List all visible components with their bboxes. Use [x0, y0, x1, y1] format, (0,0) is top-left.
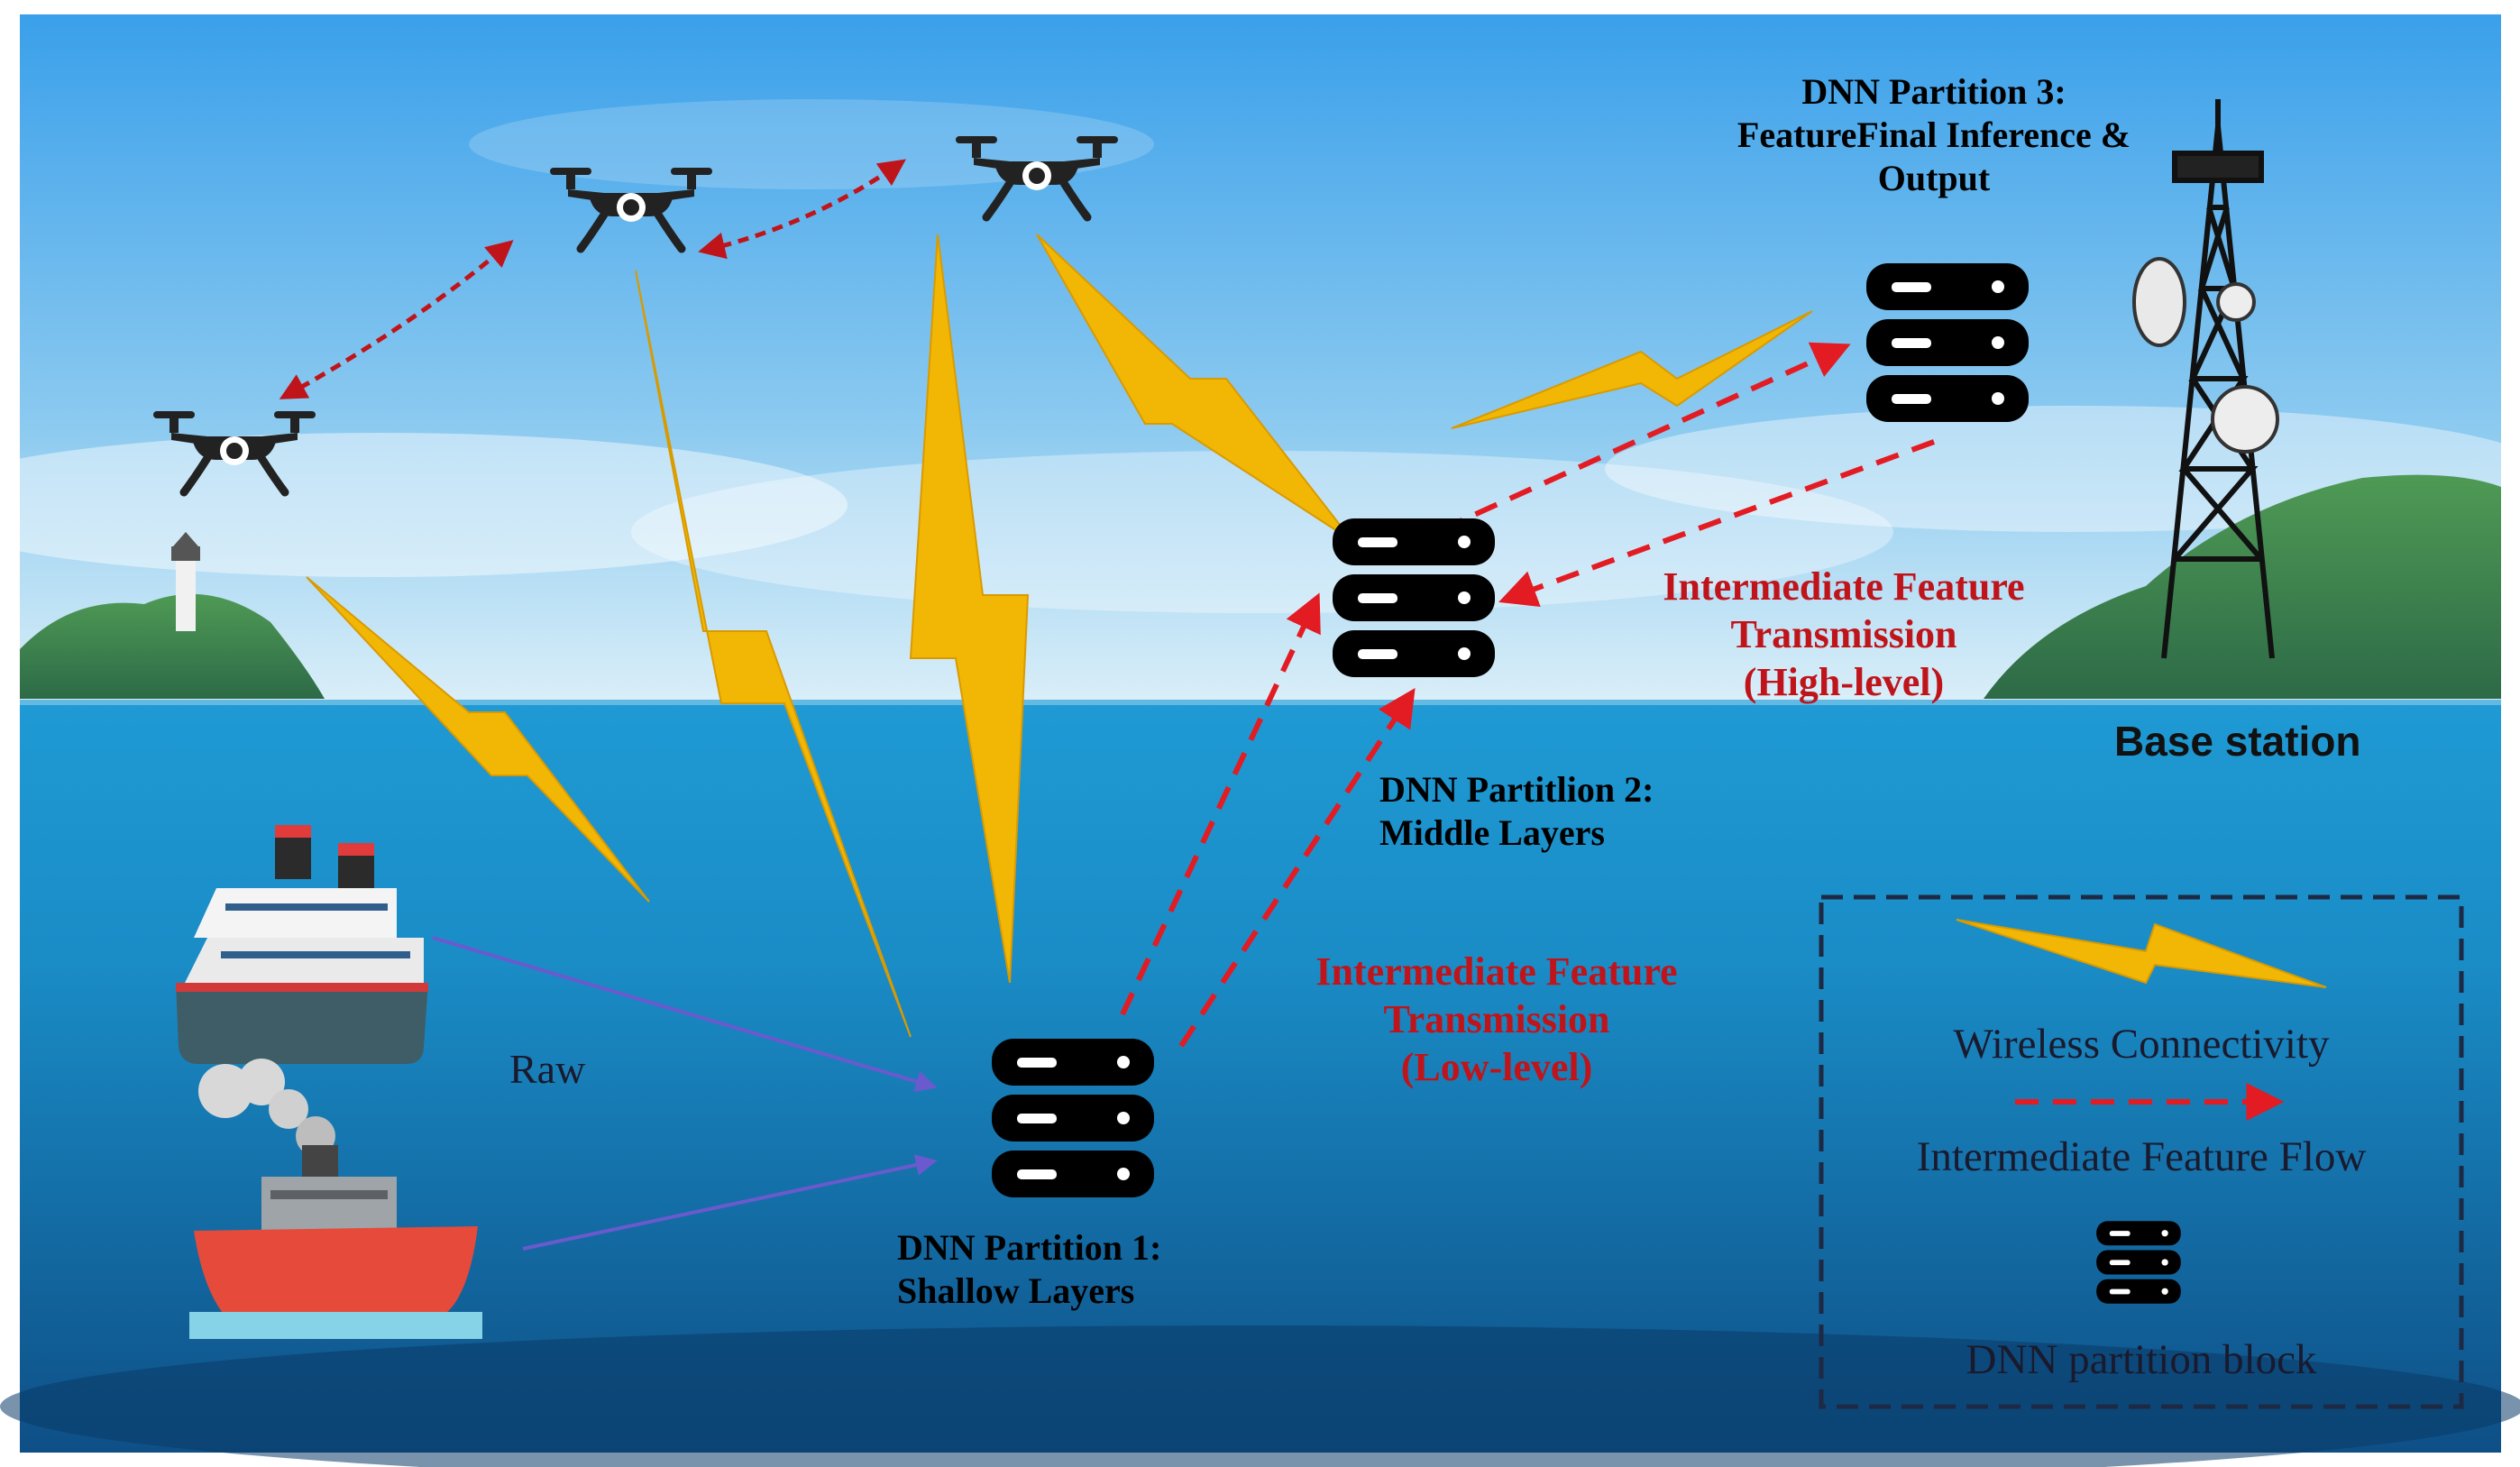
- label-partition-3-line2: FeatureFinal Inference &: [1737, 115, 2131, 155]
- label-feature-high: Intermediate Feature Transmission (High-…: [1605, 564, 2083, 706]
- label-partition-2-line1: DNN Partitlion 2:: [1379, 769, 1654, 810]
- left-island: [20, 593, 325, 699]
- label-base-station: Base station: [2114, 718, 2361, 765]
- label-partition-3: DNN Partition 3: FeatureFinal Inference …: [1695, 70, 2173, 200]
- label-partition-3-line3: Output: [1877, 158, 1991, 198]
- drone-link-1: [279, 240, 514, 399]
- label-partition-1: DNN Partition 1: Shallow Layers: [897, 1226, 1161, 1313]
- label-feature-high-line3: (High-level): [1743, 659, 1945, 704]
- lighthouse-icon: [171, 532, 200, 631]
- legend-feature-flow-label: Intermediate Feature Flow: [1916, 1133, 2367, 1180]
- label-feature-low-line1: Intermediate Feature: [1315, 949, 1678, 994]
- label-raw: Raw: [509, 1046, 586, 1092]
- server-icon-partition-1: [992, 1039, 1154, 1197]
- server-icon-partition-2: [1333, 518, 1495, 677]
- lightning-icon: [306, 234, 2327, 1038]
- drone-link-2: [698, 159, 906, 260]
- legend-wireless-label: Wireless Connectivity: [1953, 1021, 2330, 1068]
- cruise-ship-icon: [176, 825, 428, 1064]
- steamship-icon: [189, 1059, 482, 1339]
- legend-server-icon: [2096, 1221, 2181, 1304]
- raw-arrow-cruise: [432, 936, 938, 1093]
- raw-arrow-steamship: [522, 1154, 938, 1251]
- server-icon-partition-3: [1866, 263, 2029, 422]
- cell-tower-icon: [2161, 99, 2275, 659]
- label-feature-low-line3: (Low-level): [1400, 1044, 1593, 1089]
- feature-flow-arrows: [1120, 342, 2285, 1121]
- legend-box: [1819, 894, 2464, 1409]
- label-feature-high-line1: Intermediate Feature: [1663, 564, 2025, 609]
- label-partition-3-line1: DNN Partition 3:: [1801, 71, 2066, 112]
- label-feature-low: Intermediate Feature Transmission (Low-l…: [1258, 949, 1736, 1091]
- label-partition-1-line1: DNN Partition 1:: [897, 1227, 1162, 1268]
- legend-partition-block-label: DNN partition block: [1966, 1336, 2317, 1383]
- right-island: [1984, 474, 2501, 699]
- label-partition-1-line2: Shallow Layers: [897, 1270, 1135, 1311]
- label-feature-low-line2: Transmission: [1383, 996, 1610, 1041]
- dish-antennas: [2132, 257, 2279, 454]
- label-partition-2-line2: Middle Layers: [1379, 812, 1605, 853]
- label-partition-2: DNN Partitlion 2: Middle Layers: [1379, 768, 1654, 855]
- label-feature-high-line2: Transmission: [1730, 611, 1957, 656]
